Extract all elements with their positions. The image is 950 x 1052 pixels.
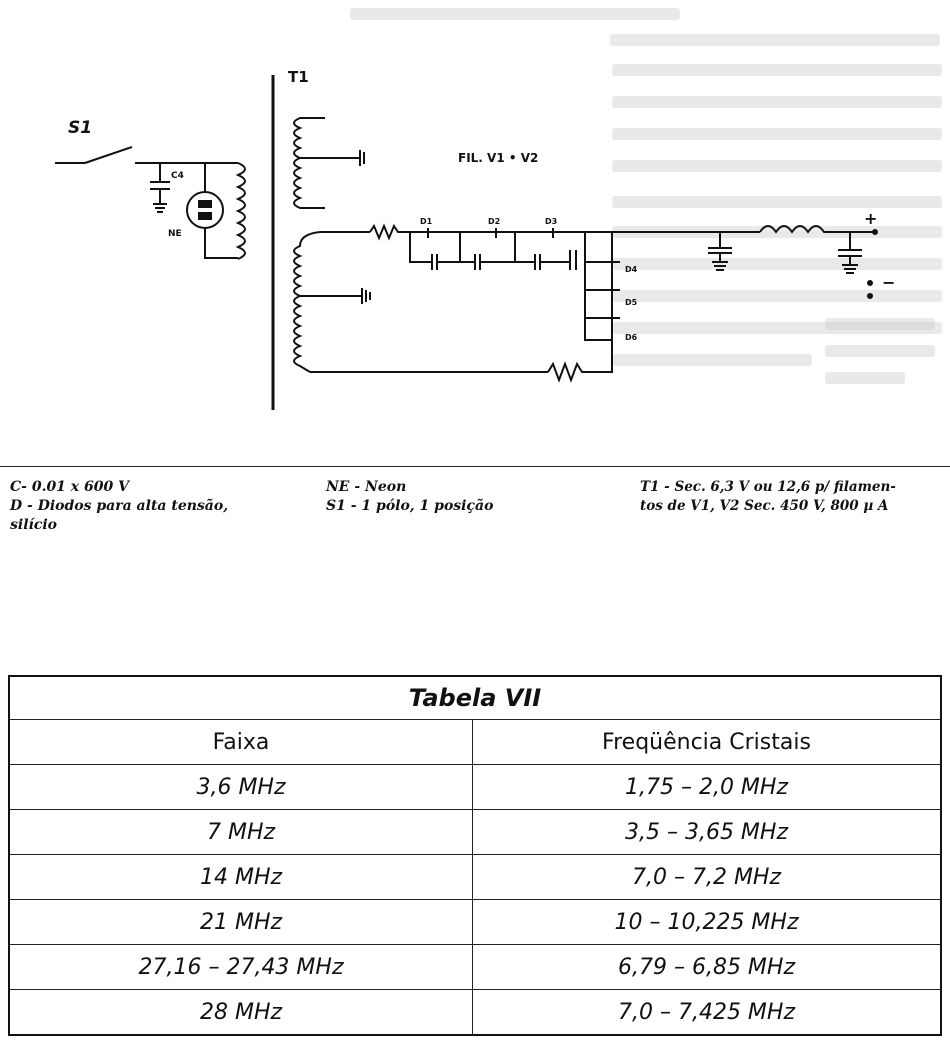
t1-label: T1 [288,68,309,86]
legend-components-left: C- 0.01 x 600 V D - Diodos para alta ten… [10,478,228,535]
c4-label: C4 [171,171,184,181]
d2-label: D2 [488,217,500,226]
column-header-faixa: Faixa [8,719,473,765]
legend-s1: S1 - 1 pólo, 1 posição [326,498,494,514]
cell-frequencia: 6,79 – 6,85 MHz [472,944,942,990]
cell-faixa: 28 MHz [8,989,473,1036]
s1-label: S1 [68,118,92,138]
series-resistor [369,223,620,241]
table-row: 3,6 MHz 1,75 – 2,0 MHz [8,764,942,810]
cell-frequencia: 7,0 – 7,425 MHz [472,989,942,1036]
power-supply-schematic: S1 C4 NE T1 FIL. V1 • V2 D1 D2 D3 D4 D5 … [55,68,895,410]
cell-faixa: 21 MHz [8,899,473,945]
crystal-frequency-table: Tabela VII Faixa Freqüência Cristais 3,6… [8,675,942,1036]
cell-frequencia: 7,0 – 7,2 MHz [472,854,942,900]
choke-coil [759,225,875,234]
ground-icon [153,203,167,213]
d5-label: D5 [625,298,638,307]
primary-coil [235,162,246,260]
d1-label: D1 [420,217,433,226]
cell-frequencia: 1,75 – 2,0 MHz [472,764,942,810]
legend-d: D - Diodos para alta tensão, [10,498,229,514]
d6-label: D6 [625,333,638,342]
neon-lamp-icon [186,191,224,229]
table-row: 14 MHz 7,0 – 7,2 MHz [8,854,942,900]
output-capacitor [838,232,862,274]
filament-coil [293,117,325,209]
cell-faixa: 7 MHz [8,809,473,855]
table-row: 21 MHz 10 – 10,225 MHz [8,899,942,945]
legend-t1: T1 - Sec. 6,3 V ou 12,6 p/ filamen- [640,479,896,495]
table-row: 28 MHz 7,0 – 7,425 MHz [8,989,942,1036]
minus-terminal-label: − [882,273,895,292]
legend-components-right: T1 - Sec. 6,3 V ou 12,6 p/ filamen- tos … [640,478,896,516]
hv-coil [293,231,370,373]
legend-ne: NE - Neon [326,479,407,495]
legend-c: C- 0.01 x 600 V [10,479,129,495]
table-row: 27,16 – 27,43 MHz 6,79 – 6,85 MHz [8,944,942,990]
plus-terminal-label: + [864,209,877,228]
table-row: 7 MHz 3,5 – 3,65 MHz [8,809,942,855]
caption-rule [0,466,950,467]
filament-label: FIL. V1 • V2 [458,151,538,165]
cell-frequencia: 10 – 10,225 MHz [472,899,942,945]
cell-frequencia: 3,5 – 3,65 MHz [472,809,942,855]
cell-faixa: 27,16 – 27,43 MHz [8,944,473,990]
multiplier-capacitors [409,232,570,270]
cell-faixa: 3,6 MHz [8,764,473,810]
legend-d-cont: silício [10,517,58,533]
d4-label: D4 [625,265,638,274]
switch-blade [84,146,133,164]
ne-label: NE [168,229,182,239]
legend-components-middle: NE - Neon S1 - 1 pólo, 1 posição [326,478,493,516]
cell-faixa: 14 MHz [8,854,473,900]
filter-capacitor [708,232,732,271]
table-title: Tabela VII [8,675,942,720]
bleeder-resistor [547,340,613,383]
d3-label: D3 [545,217,557,226]
legend-t1-cont: tos de V1, V2 Sec. 450 V, 800 µ A [640,498,889,514]
column-header-frequencia: Freqüência Cristais [472,719,942,765]
c4-capacitor [150,163,170,204]
